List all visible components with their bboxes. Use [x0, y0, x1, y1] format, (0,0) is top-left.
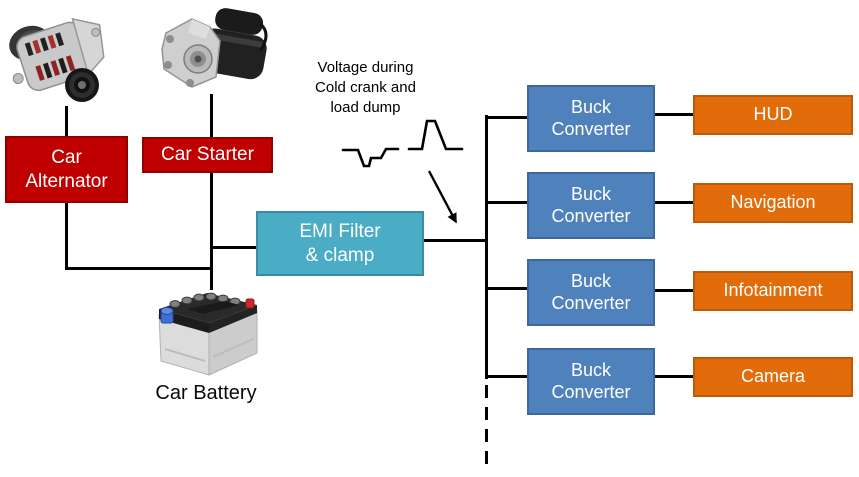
buck-converter-box-2: Buck Converter	[527, 172, 655, 239]
wire-converter-to-load-3	[653, 289, 695, 292]
load-label-hud: HUD	[753, 104, 793, 125]
buck-converter-4-label-line2: Converter	[551, 381, 631, 402]
load-dump-spike-waveform-icon	[407, 119, 464, 151]
car-battery-label: Car Battery	[155, 382, 257, 404]
voltage-annotation-line2: Cold crank and	[315, 79, 416, 96]
car-alternator-photo	[9, 17, 105, 102]
load-label-infotainment: Infotainment	[723, 280, 823, 301]
emi-filter-label-line1: EMI Filter	[299, 221, 381, 243]
car-starter-box: Car Starter	[142, 137, 273, 173]
car-starter-label: Car Starter	[161, 144, 254, 166]
wire-starter-image-drop	[210, 94, 213, 138]
buck-converter-box-4: Buck Converter	[527, 348, 655, 415]
wire-power-rail	[485, 115, 488, 379]
wire-rail-branch-1	[486, 116, 529, 119]
emi-filter-label-line2: & clamp	[305, 244, 375, 266]
wire-alternator-down	[65, 201, 68, 270]
voltage-annotation-line1: Voltage during	[317, 59, 414, 76]
load-box-hud: HUD	[693, 95, 853, 135]
emi-filter-box: EMI Filter & clamp	[256, 211, 424, 276]
wire-converter-to-load-1	[653, 113, 695, 116]
buck-converter-2-label-line2: Converter	[551, 205, 631, 226]
wire-converter-to-load-4	[653, 375, 695, 378]
load-label-navigation: Navigation	[730, 192, 816, 213]
buck-converter-4-label-line1: Buck	[570, 359, 612, 380]
car-alternator-label-line2: Alternator	[25, 170, 108, 192]
buck-converter-1-label-line1: Buck	[570, 96, 612, 117]
load-box-infotainment: Infotainment	[693, 271, 853, 311]
cold-crank-dip-waveform-icon	[341, 147, 400, 168]
load-box-camera: Camera	[693, 357, 853, 397]
buck-converter-3-label-line2: Converter	[551, 292, 631, 313]
wire-starter-to-battery	[210, 171, 213, 290]
wire-rail-branch-4	[486, 375, 529, 378]
car-alternator-label-line1: Car	[51, 147, 82, 169]
wire-converter-to-load-2	[653, 201, 695, 204]
car-starter-photo	[161, 8, 268, 88]
car-alternator-box: Car Alternator	[5, 136, 128, 203]
buck-converter-2-label-line1: Buck	[570, 183, 612, 204]
buck-converter-1-label-line2: Converter	[551, 118, 631, 139]
load-label-camera: Camera	[740, 366, 806, 387]
buck-converter-box-1: Buck Converter	[527, 85, 655, 152]
car-battery-photo	[158, 292, 258, 376]
annotation-arrow-icon	[427, 170, 458, 224]
wire-emi-to-rail	[424, 239, 487, 242]
load-box-navigation: Navigation	[693, 183, 853, 223]
wire-junction-to-emi	[212, 246, 258, 249]
wire-alternator-junction	[65, 267, 213, 270]
wire-alternator-image-drop	[65, 106, 68, 137]
wire-rail-branch-2	[486, 201, 529, 204]
voltage-annotation-line3: load dump	[330, 99, 401, 116]
buck-converter-box-3: Buck Converter	[527, 259, 655, 326]
voltage-annotation: Voltage during Cold crank and load dump	[293, 58, 438, 118]
wire-rail-branch-3	[486, 287, 529, 290]
buck-converter-3-label-line1: Buck	[570, 270, 612, 291]
